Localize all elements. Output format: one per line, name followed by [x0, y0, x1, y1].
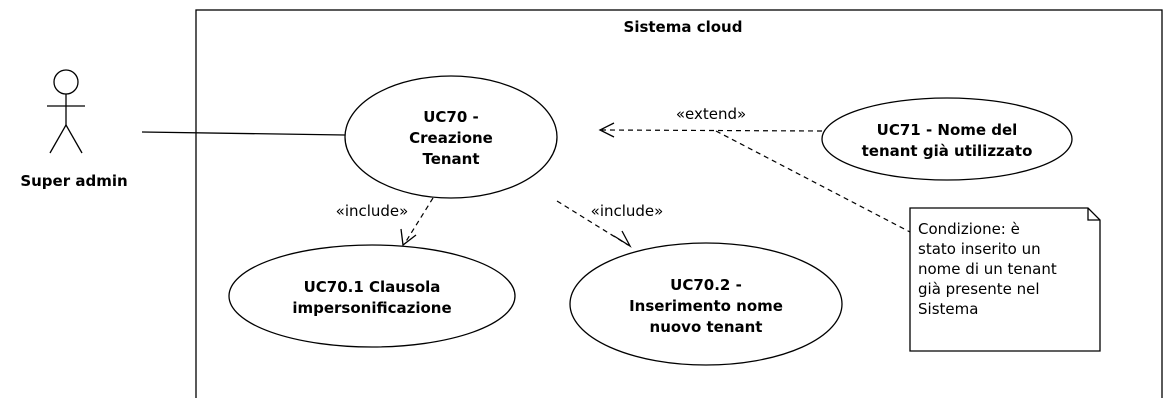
note-line-3: nome di un tenant [918, 260, 1057, 278]
uc70-2-line3: nuovo tenant [650, 318, 763, 336]
note-line-4: già presente nel [918, 280, 1040, 298]
uc70-2-line1: UC70.2 - [670, 276, 742, 294]
include-label-2: «include» [591, 202, 664, 220]
include-relation-1: «include» [336, 197, 434, 247]
uc70-line3: Tenant [422, 150, 479, 168]
note-line-2: stato inserito un [918, 240, 1041, 258]
use-case-uc70-1[interactable]: UC70.1 Clausola impersonificazione [228, 244, 516, 348]
actor-left-leg [49, 124, 67, 154]
uc70-line2: Creazione [409, 129, 493, 147]
use-case-uc70-2[interactable]: UC70.2 - Inserimento nome nuovo tenant [569, 242, 843, 366]
include-relation-2: «include» [556, 200, 664, 248]
note-anchor-line [715, 130, 911, 233]
uc70-line1: UC70 - [423, 108, 479, 126]
uc71-line2: tenant già utilizzato [862, 142, 1033, 160]
uc71-line1: UC71 - Nome del [877, 121, 1018, 139]
uc70-1-line1: UC70.1 Clausola [304, 278, 441, 296]
actor-right-leg [65, 124, 83, 154]
include-label-1: «include» [336, 202, 409, 220]
association-line [141, 131, 346, 136]
extend-relation: «extend» [598, 105, 823, 138]
use-case-uc71[interactable]: UC71 - Nome del tenant già utilizzato [821, 97, 1073, 181]
note-line-1: Condizione: è [918, 220, 1020, 238]
condition-note[interactable]: Condizione: è stato inserito un nome di … [909, 207, 1101, 352]
actor-name: Super admin [20, 172, 127, 190]
extend-label: «extend» [676, 105, 746, 123]
note-line-5: Sistema [918, 300, 978, 318]
uc70-1-line2: impersonificazione [292, 299, 451, 317]
actor-head [53, 69, 79, 95]
actor-super-admin[interactable]: Super admin [20, 69, 128, 190]
use-case-uc70[interactable]: UC70 - Creazione Tenant [344, 75, 558, 199]
uc70-2-line2: Inserimento nome [629, 297, 783, 315]
system-boundary [195, 9, 1163, 398]
system-title: Sistema cloud [624, 18, 743, 36]
